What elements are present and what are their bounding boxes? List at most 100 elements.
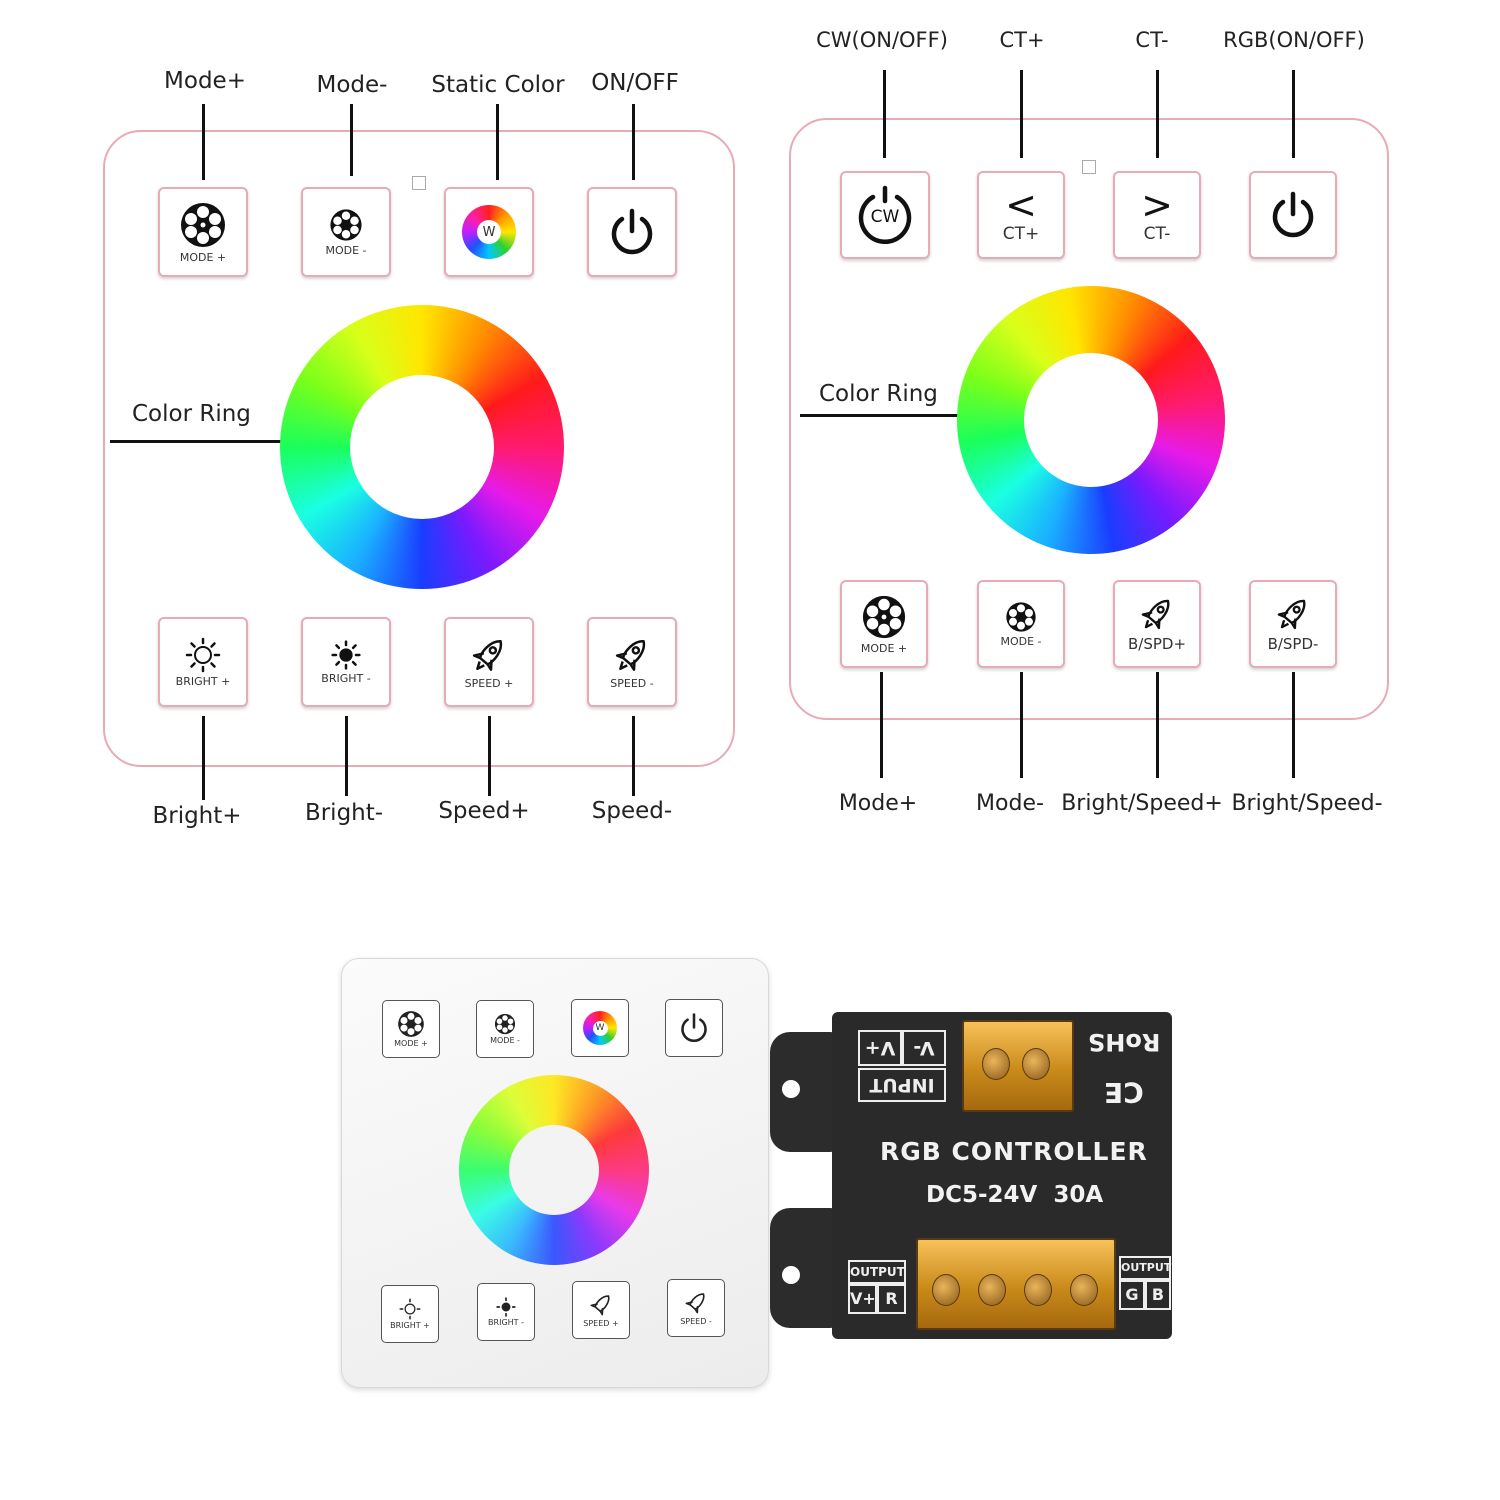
indicator-square — [1082, 160, 1096, 174]
photo-speed-minus-button[interactable]: SPEED - — [667, 1279, 725, 1337]
photo-bright-plus-button[interactable]: BRIGHT + — [381, 1285, 439, 1343]
output-left-b: R — [877, 1284, 906, 1314]
output-right-b: B — [1145, 1280, 1171, 1310]
rocket-icon — [685, 1293, 705, 1314]
rgb-controller-photo: INPUT V- V+ RoHS CE RGB CONTROLLER DC5-2… — [770, 1012, 1174, 1339]
terminal-screw — [1070, 1274, 1098, 1306]
button-label: MODE + — [860, 641, 908, 655]
button-label: MODE - — [1000, 634, 1042, 648]
leader-line — [1156, 672, 1159, 778]
callout-bright-speed-minus: Bright/Speed- — [1231, 791, 1383, 816]
color-ring[interactable] — [280, 305, 564, 589]
button-label: MODE + — [394, 1039, 428, 1048]
button-label: MODE - — [325, 243, 367, 257]
input-vplus-label: V+ — [858, 1030, 902, 1066]
output-terminal[interactable] — [916, 1238, 1116, 1330]
photo-speed-plus-button[interactable]: SPEED + — [572, 1281, 630, 1339]
leader-line — [110, 440, 282, 443]
chevron-right-icon: > — [1141, 183, 1173, 227]
callout-rgb-on-off: RGB(ON/OFF) — [1223, 28, 1365, 52]
button-label: BRIGHT + — [390, 1321, 430, 1330]
photo-static-color-button[interactable]: W — [571, 999, 629, 1057]
terminal-screw — [1022, 1048, 1050, 1080]
output-left-title: OUTPUT — [848, 1260, 906, 1284]
output-left-a: V+ — [848, 1284, 877, 1314]
film-reel-small-icon — [330, 208, 362, 241]
photo-mode-minus-button[interactable]: MODE - — [476, 1000, 534, 1058]
photo-color-ring[interactable] — [459, 1075, 649, 1265]
controller-rating: DC5-24V 30A — [926, 1182, 1104, 1208]
ct-minus-button[interactable]: > CT- — [1113, 171, 1201, 259]
film-reel-small-icon — [494, 1013, 516, 1035]
ce-mark: CE — [1104, 1076, 1144, 1109]
power-icon — [1272, 191, 1314, 238]
controller-title: RGB CONTROLLER — [880, 1137, 1148, 1166]
callout-speed-plus: Speed+ — [438, 798, 530, 824]
button-label: BRIGHT - — [321, 671, 371, 685]
leader-line — [632, 716, 635, 796]
callout-color-ring: Color Ring — [132, 401, 251, 427]
callout-on-off: ON/OFF — [591, 70, 679, 96]
leader-line — [488, 716, 491, 796]
callout-mode-minus: Mode- — [316, 72, 388, 98]
mounting-hole — [782, 1266, 800, 1284]
output-right-block: OUTPUT G B — [1119, 1256, 1171, 1312]
leader-line — [883, 70, 886, 158]
bright-speed-plus-button[interactable]: B/SPD+ — [1113, 580, 1201, 668]
mode-plus-button[interactable]: MODE + — [840, 580, 928, 668]
rocket-icon — [472, 639, 503, 671]
rocket-icon — [615, 639, 646, 671]
color-wheel-icon: W — [583, 1011, 617, 1045]
button-label: B/SPD- — [1267, 635, 1319, 653]
power-icon — [611, 208, 653, 255]
speed-minus-button[interactable]: SPEED - — [587, 617, 677, 707]
power-button[interactable] — [587, 187, 677, 277]
sun-filled-icon — [331, 639, 361, 670]
rgb-power-button[interactable] — [1249, 171, 1337, 259]
callout-mode-plus: Mode+ — [164, 68, 246, 94]
callout-cw-on-off: CW(ON/OFF) — [816, 28, 948, 52]
terminal-screw — [1024, 1274, 1052, 1306]
bright-plus-button[interactable]: BRIGHT + — [158, 617, 248, 707]
mode-minus-button[interactable]: MODE - — [977, 580, 1065, 668]
button-label: MODE + — [179, 250, 227, 264]
button-label: B/SPD+ — [1127, 635, 1187, 653]
sun-filled-icon — [496, 1297, 516, 1317]
bright-speed-minus-button[interactable]: B/SPD- — [1249, 580, 1337, 668]
color-ring-center — [1013, 342, 1169, 498]
button-label: SPEED - — [680, 1317, 712, 1326]
static-color-button[interactable]: W — [444, 187, 534, 277]
button-label: BRIGHT + — [175, 674, 231, 688]
mounting-hole — [782, 1080, 800, 1098]
film-reel-icon — [862, 595, 906, 638]
leader-line — [1020, 70, 1023, 158]
button-label: MODE - — [490, 1036, 520, 1045]
leader-line — [1292, 672, 1295, 778]
speed-plus-button[interactable]: SPEED + — [444, 617, 534, 707]
rohs-mark: RoHS — [1088, 1028, 1161, 1056]
callout-ct-minus: CT- — [1135, 28, 1169, 52]
button-label: CT+ — [1002, 224, 1040, 244]
sun-outline-icon — [185, 637, 221, 672]
mode-minus-button[interactable]: MODE - — [301, 187, 391, 277]
photo-power-button[interactable] — [665, 999, 723, 1057]
callout-speed-minus: Speed- — [591, 798, 673, 824]
leader-line — [496, 104, 499, 180]
cw-power-button[interactable]: CW — [840, 171, 930, 259]
leader-line — [1156, 70, 1159, 158]
input-terminal[interactable] — [962, 1020, 1074, 1112]
leader-line — [202, 104, 205, 180]
leader-line — [350, 104, 353, 176]
bright-minus-button[interactable]: BRIGHT - — [301, 617, 391, 707]
photo-bright-minus-button[interactable]: BRIGHT - — [477, 1283, 535, 1341]
output-right-a: G — [1119, 1280, 1145, 1310]
output-left-block: OUTPUT V+ R — [848, 1260, 906, 1318]
ct-plus-button[interactable]: < CT+ — [977, 171, 1065, 259]
film-reel-icon — [181, 202, 225, 247]
photo-mode-plus-button[interactable]: MODE + — [382, 1000, 440, 1058]
power-cw-icon: CW — [855, 185, 915, 245]
leader-line — [632, 104, 635, 180]
mode-plus-button[interactable]: MODE + — [158, 187, 248, 277]
button-label: SPEED - — [610, 676, 654, 690]
color-ring-center — [509, 1125, 599, 1215]
